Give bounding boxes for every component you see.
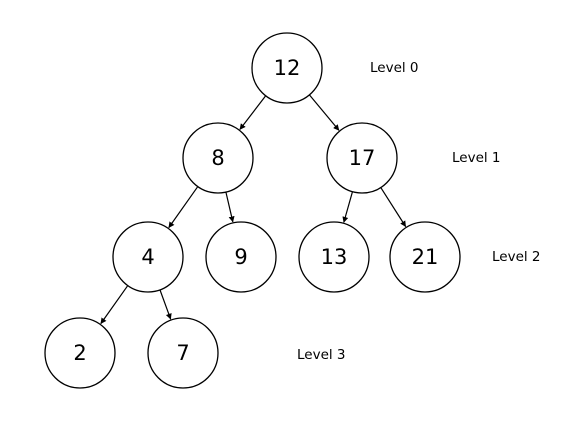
level-label-1: Level 1 — [452, 150, 501, 166]
node-label: 13 — [321, 245, 348, 269]
node-circle — [182, 122, 254, 194]
node-circle — [251, 32, 323, 104]
edge-n8-n4 — [168, 186, 199, 229]
node-circle — [147, 317, 219, 389]
edge-n17-n13 — [342, 191, 354, 223]
node-circle — [112, 221, 184, 293]
node-circle — [44, 317, 116, 389]
tree-node-21: 21 — [389, 221, 461, 293]
tree-node-2: 2 — [44, 317, 116, 389]
edge-n4-n7 — [159, 289, 172, 320]
node-label: 21 — [412, 245, 439, 269]
edges-layer — [100, 94, 407, 325]
nodes-layer: 12 8 17 4 9 13 21 2 7 — [44, 32, 461, 389]
tree-node-4: 4 — [112, 221, 184, 293]
node-label: 4 — [141, 245, 154, 269]
edge-n17-n21 — [380, 187, 407, 228]
edge-n4-n2 — [100, 285, 129, 325]
level-label-0: Level 0 — [370, 60, 419, 76]
node-label: 2 — [73, 341, 86, 365]
edge-n8-n9 — [225, 191, 235, 223]
node-circle — [326, 122, 398, 194]
level-label-3: Level 3 — [297, 347, 346, 363]
tree-node-8: 8 — [182, 122, 254, 194]
tree-node-12: 12 — [251, 32, 323, 104]
node-label: 17 — [349, 146, 376, 170]
node-label: 8 — [211, 146, 224, 170]
node-circle — [298, 221, 370, 293]
node-circle — [389, 221, 461, 293]
edge-n12-n17 — [308, 94, 340, 131]
level-label-2: Level 2 — [492, 249, 541, 265]
node-circle — [205, 221, 277, 293]
edge-n12-n8 — [239, 95, 267, 130]
node-label: 9 — [234, 245, 247, 269]
tree-node-7: 7 — [147, 317, 219, 389]
tree-node-17: 17 — [326, 122, 398, 194]
tree-node-9: 9 — [205, 221, 277, 293]
node-label: 12 — [274, 56, 301, 80]
level-labels: Level 0 Level 1 Level 2 Level 3 — [297, 60, 541, 363]
node-label: 7 — [176, 341, 189, 365]
tree-node-13: 13 — [298, 221, 370, 293]
